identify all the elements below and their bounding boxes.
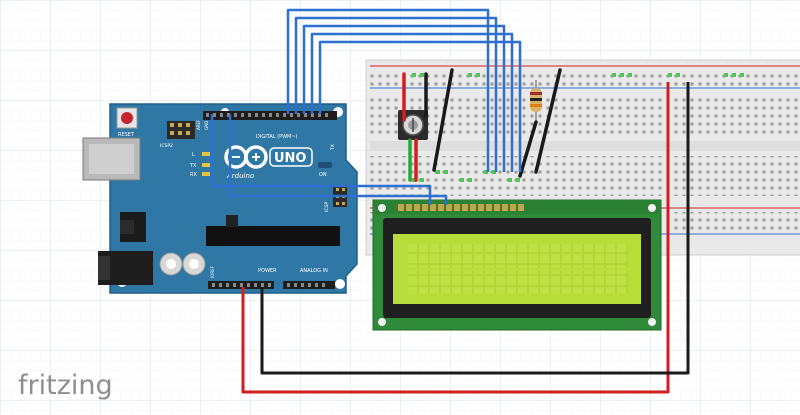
txrx-tx-label: TX (330, 144, 336, 151)
power-wires (241, 82, 690, 394)
atmega-chip (206, 226, 340, 246)
analog-label: ANALOG IN (300, 268, 328, 274)
ioref-label: IOREF (210, 265, 215, 278)
gnd-label: GND (204, 121, 209, 130)
resistor[interactable] (530, 80, 542, 122)
uno-label: UNO (274, 151, 307, 166)
breadboard[interactable] (365, 59, 800, 256)
power-label: POWER (258, 268, 277, 274)
capacitors (159, 252, 206, 276)
dc-power-jack (98, 251, 153, 285)
arduino-logo (224, 145, 268, 169)
blue-data-wires (210, 8, 522, 205)
lcd-display[interactable] (372, 199, 662, 331)
reset-button[interactable] (116, 107, 138, 129)
arduino-uno-board[interactable]: RESET ICSP2 AREF GND DIGITAL (PWM~) L TX… (82, 103, 358, 294)
usb-connector (82, 137, 141, 181)
digital-label: DIGITAL (PWM~) (256, 134, 298, 140)
breadboard-jumpers (402, 68, 562, 182)
l-label: L (192, 152, 195, 158)
tx-label: TX (189, 163, 197, 169)
on-label: ON (319, 172, 327, 178)
rx-label: RX (190, 172, 197, 178)
icsp2-label: ICSP2 (160, 143, 173, 149)
fritzing-logo: fritzing (18, 370, 113, 401)
aref-label: AREF (196, 119, 201, 130)
lcd-header-pins (398, 204, 524, 211)
arduino-brand-label: Arduino (226, 172, 254, 180)
reset-label: RESET (118, 132, 135, 138)
icsp-label: ICSP (324, 202, 330, 212)
